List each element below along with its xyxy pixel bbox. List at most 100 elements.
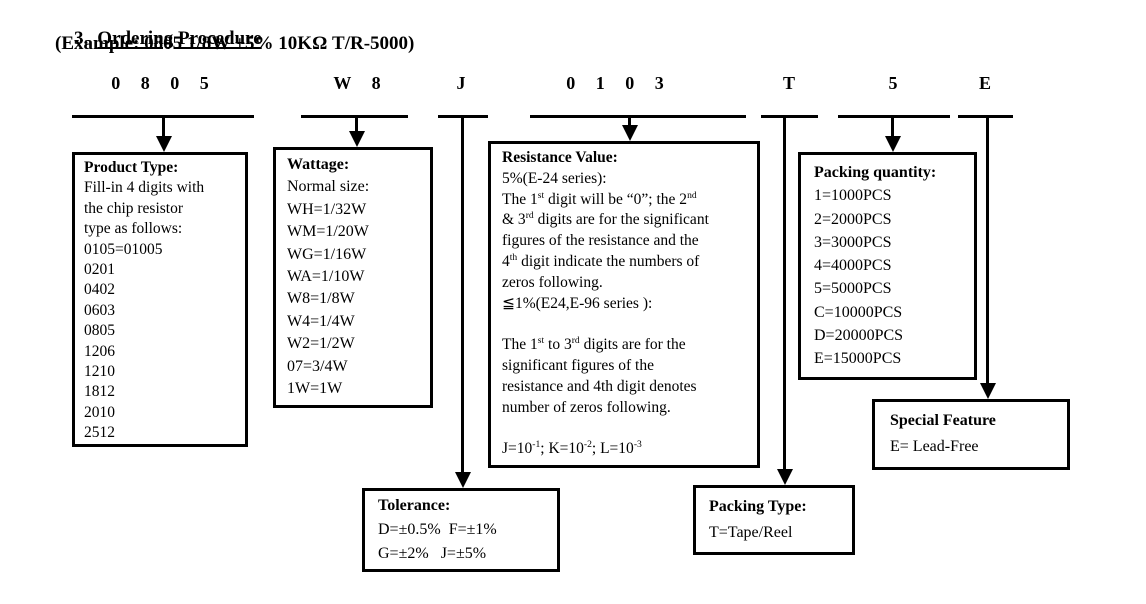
box-title: Resistance Value: xyxy=(502,149,618,166)
text-line: the chip resistor xyxy=(84,199,184,217)
text-line: D=±0.5% F=±1% xyxy=(378,521,497,538)
text-line: WG=1/16W xyxy=(287,245,367,263)
code-segment-packing-type: T xyxy=(782,73,804,93)
arrow-down-icon xyxy=(979,383,996,399)
text-line: 0603 xyxy=(84,301,115,319)
connector-special-feature xyxy=(986,115,989,385)
text-line: G=±2% J=±5% xyxy=(378,545,487,562)
text-line: WH=1/32W xyxy=(287,200,367,218)
text-line: 0105=01005 xyxy=(84,240,163,258)
text-line: 5%(E-24 series): xyxy=(502,169,607,187)
text-line: type as follows: xyxy=(84,220,183,238)
special-feature-box: Special Feature E= Lead-Free xyxy=(872,399,1070,470)
arrow-down-icon xyxy=(776,469,793,485)
text-line: D=20000PCS xyxy=(814,327,904,345)
box-body: 1=1000PCS 2=2000PCS 3=3000PCS 4=4000PCS 5=50… xyxy=(814,184,961,370)
box-body: T=Tape/Reel xyxy=(709,520,839,546)
underline-special-feature xyxy=(958,115,1013,118)
connector-tolerance xyxy=(461,115,464,474)
box-body: 5%(E-24 series): The 1st digit will be “0… xyxy=(502,169,746,460)
text-line: The 1st digit will be “0”; the 2nd xyxy=(502,189,697,208)
box-body: D=±0.5% F=±1% G=±2% J=±5% xyxy=(378,518,544,566)
text-line: 0805 xyxy=(84,322,115,340)
arrow-down-icon xyxy=(155,136,172,152)
text-line: significant figures of the xyxy=(502,356,654,374)
box-title: Special Feature xyxy=(890,412,996,429)
arrow-down-icon xyxy=(348,131,365,147)
text-line: Normal size: xyxy=(287,178,370,196)
example-line: (Example: 0805 1/8W ±5% 10KΩ T/R-5000) xyxy=(55,33,415,54)
text-line: Fill-in 4 digits with xyxy=(84,179,205,197)
code-segment-special-feature: E xyxy=(978,73,1000,93)
text-line: 2512 xyxy=(84,424,115,442)
text-line: ≦1%(E24,E-96 series ): xyxy=(502,294,653,312)
code-segment-tolerance: J xyxy=(456,73,474,93)
text-line: E= Lead-Free xyxy=(890,438,979,455)
connector-resistance-value xyxy=(628,115,631,127)
text-line: zeros following. xyxy=(502,273,603,291)
underline-resistance-value xyxy=(530,115,746,118)
connector-wattage xyxy=(355,115,358,133)
text-line xyxy=(502,418,746,439)
text-line: 2010 xyxy=(84,403,115,421)
text-line: 1206 xyxy=(84,342,115,360)
text-line: & 3rd digits are for the significant xyxy=(502,210,709,229)
box-title: Packing quantity: xyxy=(814,164,937,181)
text-line: 1812 xyxy=(84,383,115,401)
text-line: resistance and 4th digit denotes xyxy=(502,377,697,395)
box-title: Product Type: xyxy=(84,159,179,176)
connector-packing-type xyxy=(783,115,786,471)
text-line: 3=3000PCS xyxy=(814,233,892,251)
arrow-down-icon xyxy=(454,472,471,488)
text-line xyxy=(502,314,746,335)
text-line: 2=2000PCS xyxy=(814,210,892,228)
text-line: W4=1/4W xyxy=(287,312,355,330)
arrow-down-icon xyxy=(621,125,638,141)
text-line: 0201 xyxy=(84,261,115,279)
section-title: Ordering Procedure xyxy=(97,28,262,49)
product-type-box: Product Type: Fill-in 4 digits with the c… xyxy=(72,152,248,447)
packing-quantity-box: Packing quantity: 1=1000PCS 2=2000PCS 3=30… xyxy=(798,152,977,380)
underline-wattage xyxy=(301,115,408,118)
box-title: Wattage: xyxy=(287,156,350,173)
text-line: E=15000PCS xyxy=(814,350,902,368)
box-body: E= Lead-Free xyxy=(890,434,1052,460)
text-line: The 1st to 3rd digits are for the xyxy=(502,335,686,354)
text-line: 1210 xyxy=(84,363,115,381)
text-line: number of zeros following. xyxy=(502,398,671,416)
text-line: 0402 xyxy=(84,281,115,299)
resistance-value-box: Resistance Value: 5%(E-24 series): The 1s… xyxy=(488,141,760,468)
text-line: 5=5000PCS xyxy=(814,280,892,298)
box-title: Tolerance: xyxy=(378,497,451,514)
packing-type-box: Packing Type: T=Tape/Reel xyxy=(693,485,855,555)
text-line: 1W=1W xyxy=(287,380,343,398)
underline-packing-quantity xyxy=(838,115,950,118)
text-line: figures of the resistance and the xyxy=(502,232,699,250)
connector-packing-quantity xyxy=(891,115,894,138)
text-line: 4th digit indicate the numbers of xyxy=(502,251,700,270)
box-title: Packing Type: xyxy=(709,498,807,515)
code-segment-resistance-value: 0 1 0 3 xyxy=(566,73,672,93)
text-line: W8=1/8W xyxy=(287,290,355,308)
tolerance-box: Tolerance: D=±0.5% F=±1% G=±2% J=±5% xyxy=(362,488,560,572)
section-heading: 3. Ordering Procedure xyxy=(55,6,262,72)
box-body: Fill-in 4 digits with the chip resistor ty… xyxy=(84,178,236,443)
wattage-box: Wattage: Normal size: WH=1/32W WM=1/20W WG=… xyxy=(273,147,433,408)
arrow-down-icon xyxy=(884,136,901,152)
code-segment-packing-quantity: 5 xyxy=(888,73,906,93)
text-line: T=Tape/Reel xyxy=(709,524,793,541)
section-number: 3. xyxy=(74,28,89,49)
text-line: 07=3/4W xyxy=(287,357,348,375)
text-line: J=10-1; K=10-2; L=10-3 xyxy=(502,439,642,458)
code-segment-product-type: 0 8 0 5 xyxy=(111,73,217,93)
text-line: 1=1000PCS xyxy=(814,187,892,205)
text-line: C=10000PCS xyxy=(814,303,903,321)
underline-packing-type xyxy=(761,115,818,118)
text-line: WM=1/20W xyxy=(287,223,369,241)
connector-product-type xyxy=(162,115,165,138)
text-line: W2=1/2W xyxy=(287,335,355,353)
code-segment-wattage: W 8 xyxy=(333,73,389,93)
text-line: 4=4000PCS xyxy=(814,257,892,275)
